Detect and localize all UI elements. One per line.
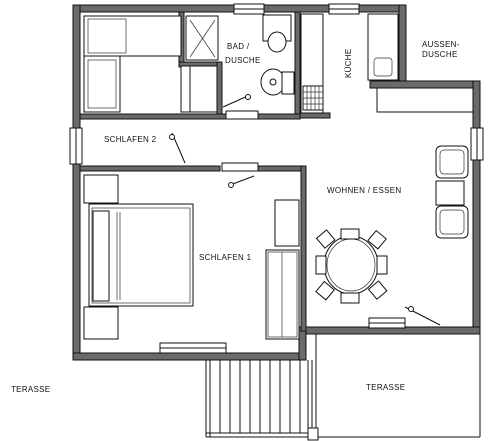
terrace-stairs bbox=[205, 360, 313, 437]
label-bad-dusche-2: DUSCHE bbox=[225, 56, 261, 65]
label-kueche: KÜCHE bbox=[344, 48, 353, 78]
windows bbox=[69, 3, 484, 354]
label-aussendusche-2: DUSCHE bbox=[422, 50, 458, 59]
bathroom-fixtures bbox=[185, 14, 295, 96]
bedroom2-furniture bbox=[83, 15, 218, 113]
label-bad-dusche-1: BAD / bbox=[227, 42, 250, 51]
right-terrace bbox=[206, 334, 481, 441]
room-labels: BAD / DUSCHE KÜCHE AUSSEN- DUSCHE SCHLAF… bbox=[11, 40, 460, 394]
stove-grid bbox=[303, 86, 323, 110]
label-terasse-right: TERASSE bbox=[366, 383, 405, 392]
dining-chairs bbox=[315, 228, 388, 304]
label-wohnen-essen: WOHNEN / ESSEN bbox=[327, 186, 401, 195]
label-aussendusche-1: AUSSEN- bbox=[422, 40, 460, 49]
kitchen-furniture bbox=[300, 13, 474, 114]
bedroom1-furniture bbox=[83, 174, 300, 340]
label-schlafen-2: SCHLAFEN 2 bbox=[104, 135, 157, 144]
label-schlafen-1: SCHLAFEN 1 bbox=[199, 253, 252, 262]
label-terasse-left: TERASSE bbox=[11, 385, 50, 394]
interior-walls bbox=[79, 11, 331, 332]
doors bbox=[169, 94, 441, 326]
living-furniture bbox=[315, 145, 469, 304]
